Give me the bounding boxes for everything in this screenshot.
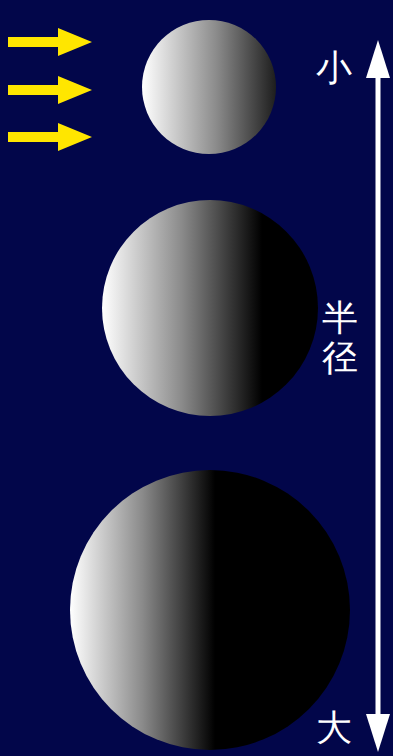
light-ray-arrow — [8, 28, 92, 56]
scale-end-label: 小 — [316, 48, 352, 88]
medium-sphere — [102, 200, 318, 416]
light-ray-arrow — [8, 123, 92, 151]
radius-axis-line — [376, 70, 381, 720]
scale-end-label: 大 — [316, 708, 352, 748]
small-sphere — [142, 20, 276, 154]
axis-arrowhead — [366, 714, 390, 752]
large-sphere — [70, 470, 350, 750]
axis-label: 半径 — [322, 298, 358, 377]
light-ray-arrow — [8, 76, 92, 104]
axis-arrowhead — [366, 40, 390, 78]
